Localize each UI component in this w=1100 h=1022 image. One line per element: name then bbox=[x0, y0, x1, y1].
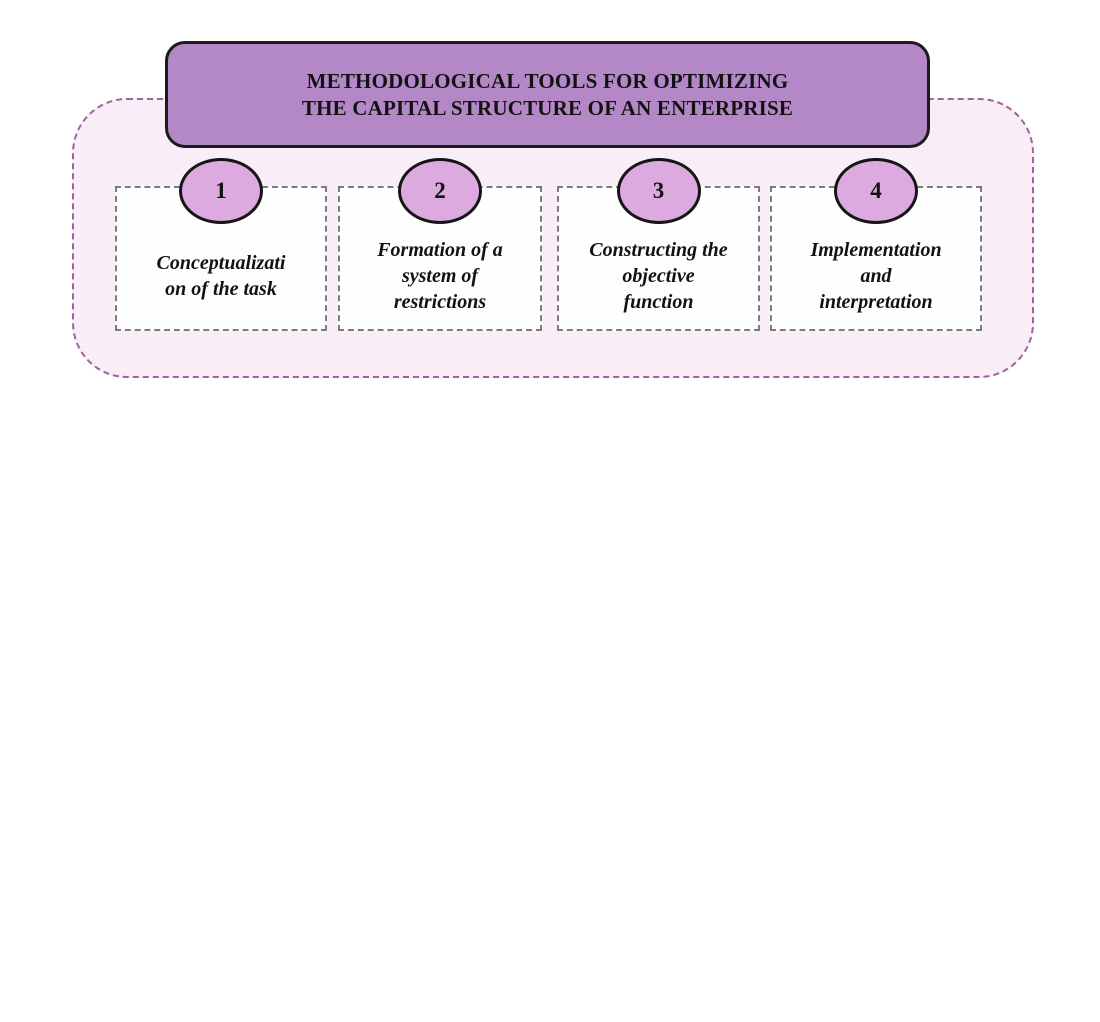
diagram-title: METHODOLOGICAL TOOLS FOR OPTIMIZING THE … bbox=[301, 68, 794, 120]
step-label-4: Implementation and interpretation bbox=[810, 238, 942, 313]
step-number-2: 2 bbox=[434, 178, 446, 203]
step-number-1: 1 bbox=[215, 178, 227, 203]
step-box-4: 4 Implementation and interpretation bbox=[770, 158, 982, 331]
step-box-3: 3 Constructing the objective function bbox=[557, 158, 760, 331]
step-number-3: 3 bbox=[652, 178, 665, 203]
title-banner: METHODOLOGICAL TOOLS FOR OPTIMIZING THE … bbox=[165, 41, 930, 148]
step-box-2: 2 Formation of a system of restrictions bbox=[338, 158, 542, 331]
step-label-3: Constructing the objective function bbox=[589, 238, 728, 313]
step-number-ellipse-4: 4 bbox=[834, 158, 918, 224]
step-number-ellipse-2: 2 bbox=[398, 158, 482, 224]
step-box-1: 1 Conceptualizati on of the task bbox=[115, 158, 327, 331]
step-label-1: Conceptualizati on of the task bbox=[156, 251, 286, 300]
step-number-ellipse-3: 3 bbox=[616, 158, 701, 224]
step-number-4: 4 bbox=[870, 178, 882, 203]
step-number-ellipse-1: 1 bbox=[179, 158, 263, 224]
step-label-2: Formation of a system of restrictions bbox=[377, 238, 503, 313]
